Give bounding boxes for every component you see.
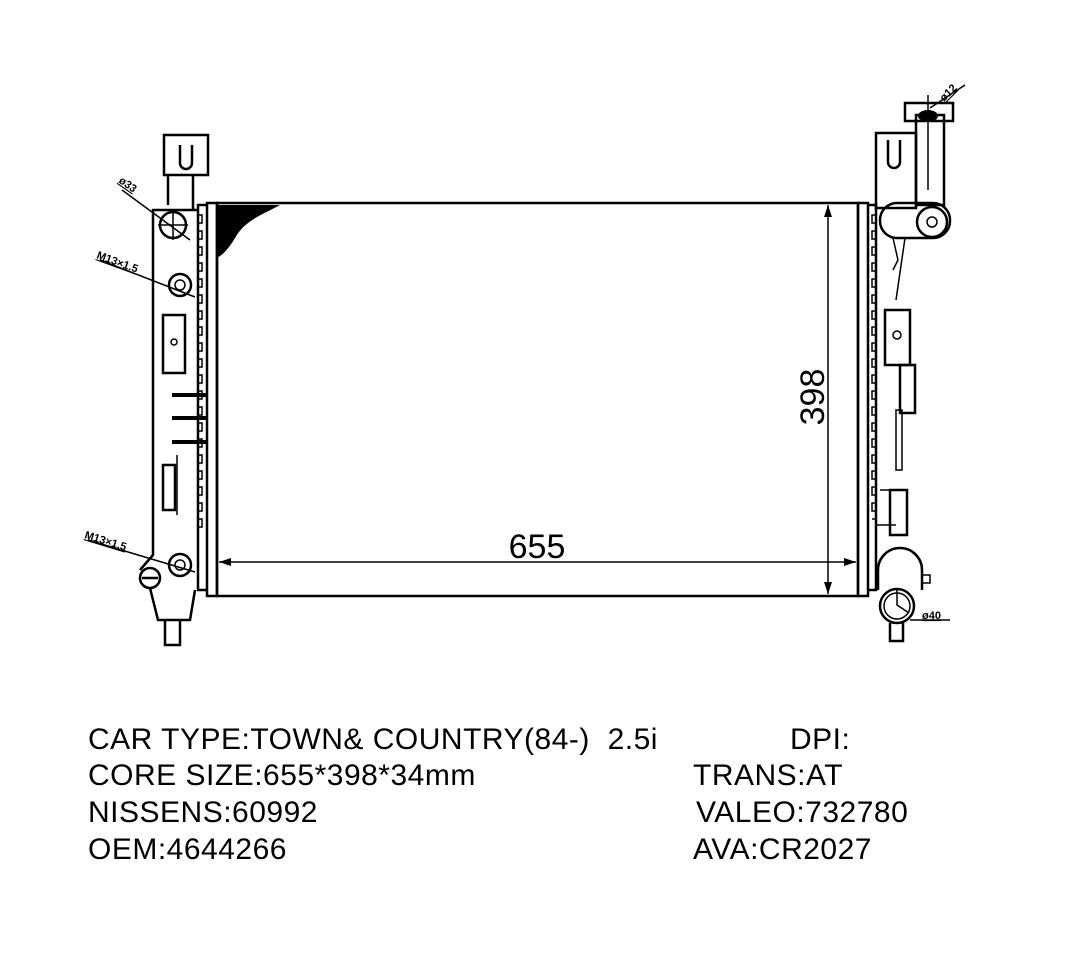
height-dimension: 398: [794, 205, 832, 594]
valeo-text: VALEO:732780: [696, 796, 909, 829]
dpi-text: DPI:: [790, 723, 851, 756]
thread-top-label: M13×1.5: [95, 250, 140, 276]
height-dimension-label: 398: [794, 369, 832, 426]
inlet-diameter-label: ø33: [116, 175, 138, 196]
right-tank: [856, 95, 955, 643]
nissens-text: NISSENS:60992: [88, 796, 318, 829]
oem-text: OEM:4644266: [88, 833, 287, 866]
width-dimension-label: 655: [509, 528, 566, 566]
width-dimension: 655: [219, 528, 856, 566]
thread-bottom-label: M13×1.5: [83, 529, 128, 553]
ava-text: AVA:CR2027: [693, 833, 872, 866]
left-tank: [138, 133, 219, 647]
core-corner-fill: [217, 205, 280, 258]
outlet-diameter-label: ø40: [922, 610, 941, 622]
core-size-text: CORE SIZE:655*398*34mm: [88, 759, 476, 792]
trans-text: TRANS:AT: [693, 759, 844, 792]
car-type-text: CAR TYPE:TOWN& COUNTRY(84-) 2.5i: [88, 723, 658, 756]
